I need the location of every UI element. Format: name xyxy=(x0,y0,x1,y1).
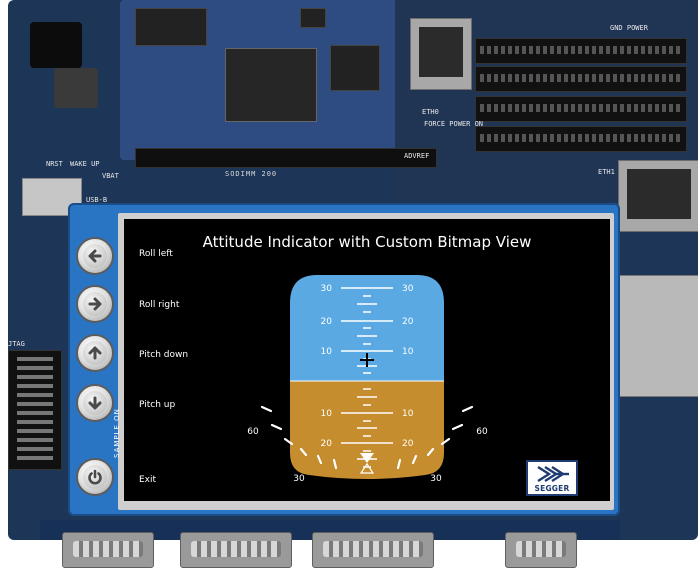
eth1-connector xyxy=(618,160,698,232)
bank-pointer xyxy=(360,453,374,463)
serial-connector xyxy=(180,532,292,568)
gnd-power-label: GND POWER xyxy=(610,24,648,32)
sodimm-socket xyxy=(135,148,437,168)
sample-on-label: SAMPLE ON xyxy=(113,408,121,458)
phy-chip xyxy=(330,45,380,91)
pitch-up-label: Pitch up xyxy=(139,400,176,410)
usb-host-connector xyxy=(505,532,577,568)
pitch-label: 10 xyxy=(321,347,333,357)
lcd-screen: Attitude Indicator with Custom Bitmap Vi… xyxy=(124,219,610,501)
roll-left-label: Roll left xyxy=(139,249,173,259)
usb-b-label: USB-B xyxy=(86,196,108,204)
pitch-label: 30 xyxy=(321,284,333,294)
atmel-cpu-chip xyxy=(225,48,317,122)
arrow-left-icon xyxy=(88,249,102,263)
serial-connector xyxy=(62,532,154,568)
pitch-label: 20 xyxy=(402,317,414,327)
screen-title: Attitude Indicator with Custom Bitmap Vi… xyxy=(202,233,532,251)
pitch-label: 10 xyxy=(321,409,333,419)
pitch-down-button[interactable] xyxy=(76,334,114,372)
serial-connector xyxy=(312,532,434,568)
memory-chip xyxy=(135,8,207,46)
pitch-label: 20 xyxy=(321,439,333,449)
advref-label: ADVREF xyxy=(404,152,430,160)
jtag-label: JTAG xyxy=(8,340,25,348)
force-power-on-label: FORCE POWER ON xyxy=(424,120,484,128)
roll-left-button[interactable] xyxy=(76,237,114,275)
segger-logo: SEGGER xyxy=(526,460,578,496)
pitch-label: 20 xyxy=(402,439,414,449)
arrow-up-icon xyxy=(88,346,102,360)
pin-header xyxy=(475,96,687,122)
pitch-up-button[interactable] xyxy=(76,384,114,422)
sodimm-label: SODIMM 200 xyxy=(225,170,278,178)
attitude-indicator: 30 30 20 20 10 10 10 10 20 20 xyxy=(247,275,488,484)
sky-area xyxy=(290,275,444,381)
bank-label: 30 xyxy=(430,474,442,484)
exit-label: Exit xyxy=(139,475,157,485)
arrow-down-icon xyxy=(88,396,102,410)
power-icon xyxy=(88,469,102,485)
roll-right-label: Roll right xyxy=(139,300,180,310)
roll-right-button[interactable] xyxy=(76,285,114,323)
bank-label: 60 xyxy=(476,427,488,437)
eth0-connector xyxy=(410,18,472,90)
pin-header xyxy=(475,66,687,92)
dc-power-jack xyxy=(30,22,82,68)
jtag-header xyxy=(8,350,62,470)
pin-header xyxy=(475,38,687,64)
bank-label: 30 xyxy=(293,474,305,484)
roll-marker xyxy=(359,462,375,474)
segger-chevron-icon xyxy=(537,465,569,483)
eth1-label: ETH1 xyxy=(598,168,615,176)
vbat-label: VBAT xyxy=(102,172,119,180)
pitch-label: 10 xyxy=(402,409,414,419)
inductor xyxy=(54,68,98,108)
small-chip xyxy=(300,8,326,28)
pin-header xyxy=(475,126,687,152)
logo-text: SEGGER xyxy=(534,484,570,493)
aircraft-reference-cross xyxy=(360,353,374,367)
wake-up-label: WAKE UP xyxy=(70,160,100,168)
arrow-right-icon xyxy=(88,297,102,311)
nrst-label: NRST xyxy=(46,160,63,168)
eth0-label: ETH0 xyxy=(422,108,439,116)
pitch-label: 10 xyxy=(402,347,414,357)
exit-button[interactable] xyxy=(76,458,114,496)
bank-label: 60 xyxy=(247,427,259,437)
sd-card-slot xyxy=(610,275,698,397)
bank-scale xyxy=(260,405,474,470)
pitch-label: 20 xyxy=(321,317,333,327)
pitch-down-label: Pitch down xyxy=(139,350,189,360)
pitch-label: 30 xyxy=(402,284,414,294)
